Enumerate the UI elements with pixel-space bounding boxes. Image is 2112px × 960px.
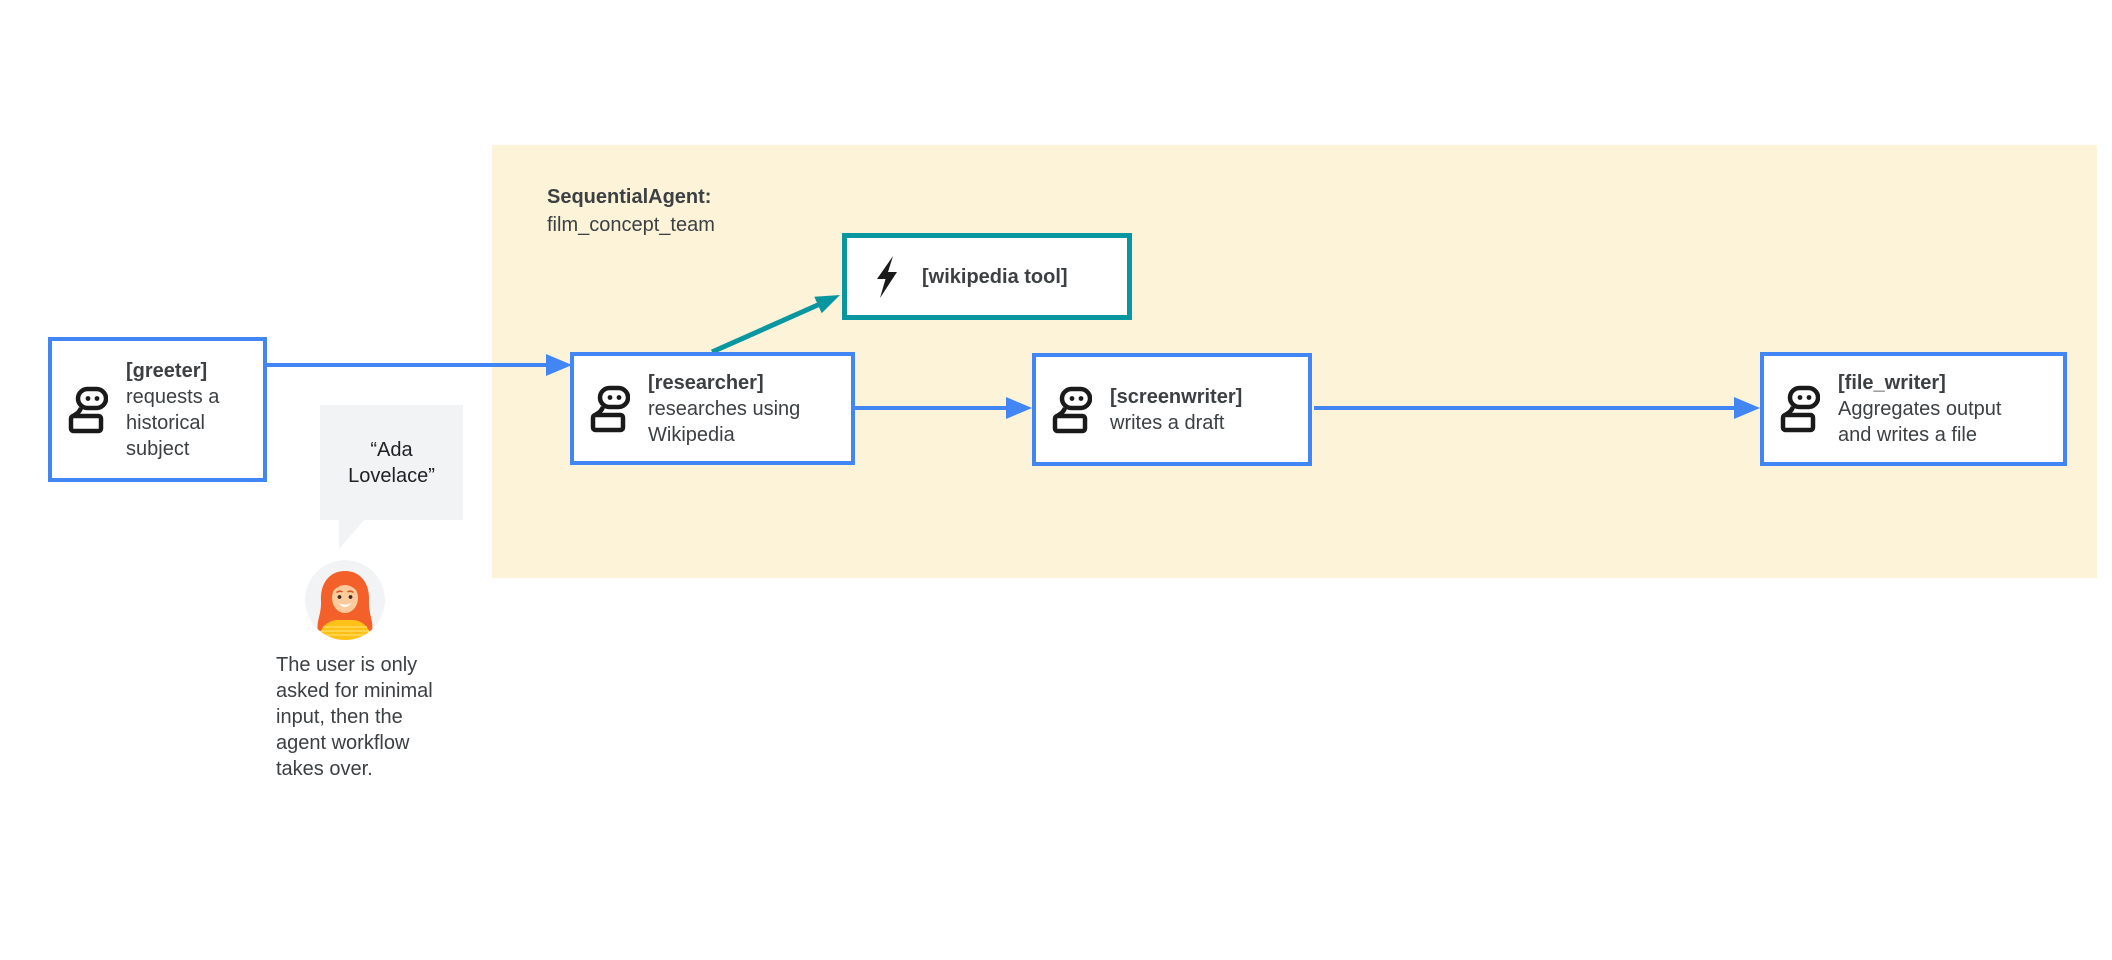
speech-bubble-tail [339, 518, 366, 549]
node-greeter: [greeter] requests a historical subject [48, 337, 267, 482]
node-wikipedia-tool: [wikipedia tool] [842, 233, 1132, 320]
user-avatar [305, 560, 385, 640]
node-text: [file_writer] Aggregates output and writ… [1838, 370, 2001, 448]
node-file-writer: [file_writer] Aggregates output and writ… [1760, 352, 2067, 466]
robot-icon [68, 386, 108, 434]
node-researcher: [researcher] researches using Wikipedia [570, 352, 855, 465]
node-screenwriter: [screenwriter] writes a draft [1032, 353, 1312, 466]
group-name: film_concept_team [547, 214, 715, 236]
screenwriter-desc: writes a draft [1110, 411, 1225, 434]
user-speech-bubble: “Ada Lovelace” [320, 405, 463, 520]
node-text: [greeter] requests a historical subject [126, 358, 219, 462]
group-title: SequentialAgent: [547, 186, 712, 208]
node-text: [researcher] researches using Wikipedia [648, 370, 800, 448]
researcher-desc: researches using Wikipedia [648, 397, 801, 446]
greeter-title: [greeter] [126, 359, 208, 382]
lightning-bolt-icon [873, 255, 900, 299]
wikipedia-tool-label: [wikipedia tool] [922, 265, 1068, 288]
greeter-desc: requests a historical subject [126, 385, 220, 460]
node-text: [screenwriter] writes a draft [1110, 384, 1242, 436]
robot-icon [1052, 386, 1092, 434]
file-writer-desc: Aggregates output and writes a file [1838, 398, 2002, 446]
sequential-agent-label: SequentialAgent: film_concept_team [547, 183, 715, 239]
screenwriter-title: [screenwriter] [1110, 385, 1243, 408]
robot-icon [1780, 385, 1820, 433]
file-writer-title: [file_writer] [1838, 372, 1946, 394]
user-caption: The user is only asked for minimal input… [276, 654, 433, 780]
robot-icon [590, 385, 630, 433]
researcher-title: [researcher] [648, 371, 764, 394]
